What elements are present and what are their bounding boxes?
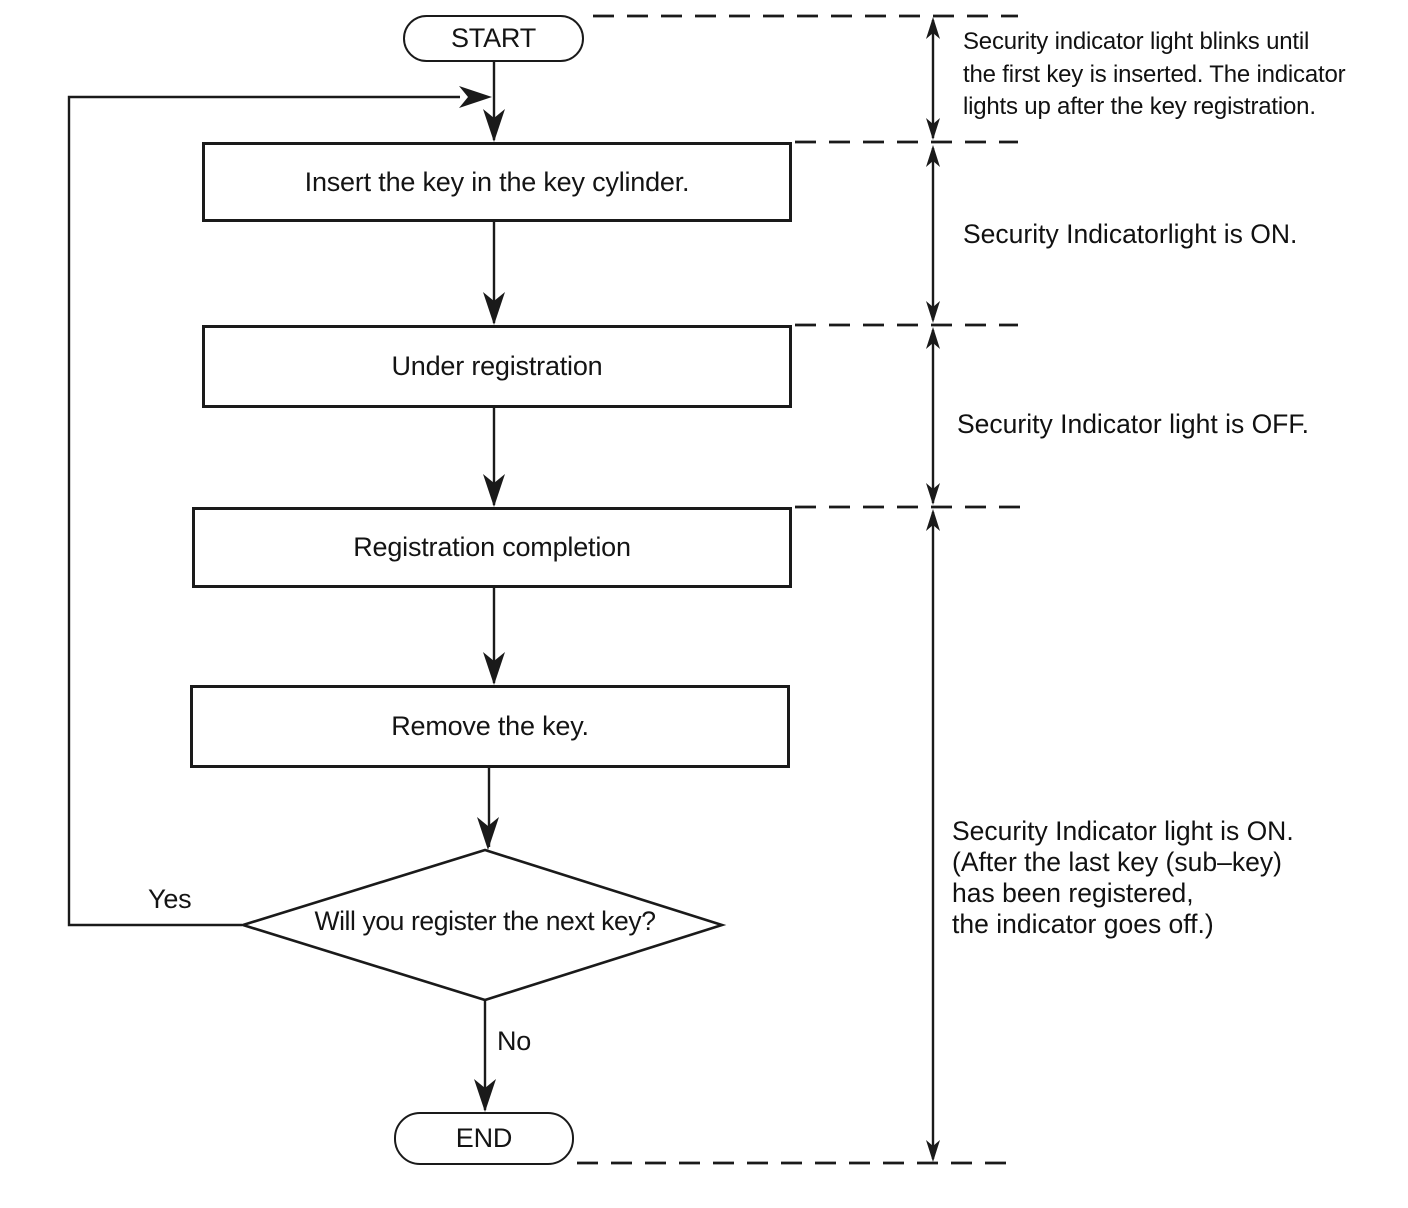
span-arrowhead-down-3 [926,483,940,505]
arrowhead-yes-loop [459,86,492,108]
start-node: START [403,15,584,62]
process-under-registration: Under registration [202,325,792,408]
flow-lines [67,62,496,1110]
process-registration-completion-label: Registration completion [353,532,631,562]
dashed-reference-lines [577,14,1022,1165]
span-arrowhead-up-2 [926,145,940,167]
span-arrowhead-down-4 [926,1140,940,1162]
branch-label-yes: Yes [148,884,192,914]
annotation-indicator-on-after-last-key: Security Indicator light is ON. (After t… [952,816,1294,939]
annotation-blinks-until-inserted: Security indicator light blinks until th… [963,28,1346,120]
end-node: END [394,1112,574,1165]
span-arrowheads [926,17,940,1162]
span-arrowhead-down-2 [926,301,940,323]
end-label: END [455,1123,513,1153]
start-label: START [450,23,536,53]
arrowhead-into-end [474,1079,496,1112]
arrowhead-into-completion [483,474,505,507]
process-insert-key-label: Insert the key in the key cylinder. [304,166,690,197]
process-remove-key-label: Remove the key. [391,711,589,741]
span-arrowhead-up-1 [926,17,940,39]
process-remove-key: Remove the key. [190,685,790,768]
decision-label: Will you register the next key? [314,906,656,936]
span-arrowhead-up-3 [926,327,940,349]
annotation-indicator-off: Security Indicator light is OFF. [957,409,1309,439]
annotation-indicator-on: Security Indicatorlight is ON. [963,219,1298,249]
arrowhead-into-under [483,292,505,325]
process-under-registration-label: Under registration [391,351,603,381]
flow-arrowheads [459,86,505,1112]
process-insert-key: Insert the key in the key cylinder. [202,142,792,222]
edge-yes-loop [67,95,460,927]
span-arrowhead-up-4 [926,509,940,531]
process-registration-completion: Registration completion [192,507,792,588]
arrowhead-into-decision [477,817,499,850]
span-arrowhead-down-1 [926,118,940,140]
arrowhead-into-remove [483,652,505,685]
arrowhead-into-insert [483,109,505,142]
branch-label-no: No [497,1026,532,1056]
decision-diamond [238,848,727,1002]
